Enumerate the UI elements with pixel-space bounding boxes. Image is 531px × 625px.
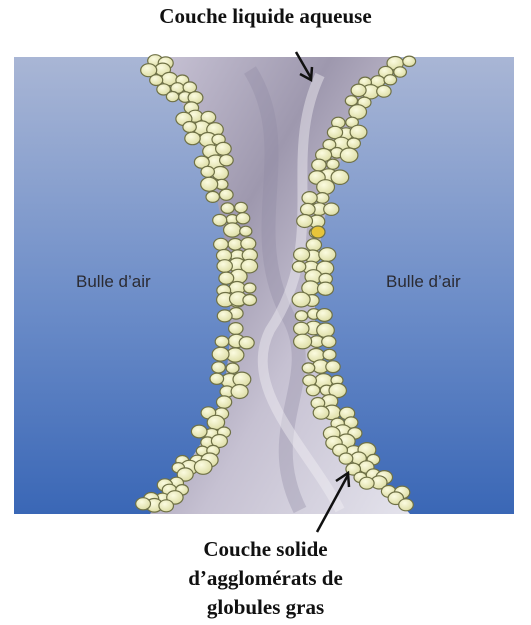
fat-globule	[228, 239, 242, 251]
fat-globule	[322, 336, 336, 348]
fat-globule	[292, 292, 310, 307]
bottom-label-line: d’agglomérats de	[0, 564, 531, 593]
fat-globule	[399, 499, 414, 511]
fat-globule	[217, 260, 232, 273]
fat-globule	[294, 248, 310, 261]
fat-globule	[317, 309, 333, 322]
fat-globule	[215, 336, 229, 347]
fat-globule	[236, 213, 250, 224]
fat-globule	[302, 363, 315, 373]
fat-globule	[294, 334, 312, 349]
fat-globule	[206, 191, 219, 202]
fat-globule	[210, 373, 224, 384]
air-bubble-label-left: Bulle d’air	[76, 272, 151, 292]
fat-globule	[301, 203, 316, 215]
bottom-label: Couche solide d’agglomérats de globules …	[0, 535, 531, 622]
fat-globule	[224, 223, 241, 237]
fat-globule	[194, 460, 212, 475]
fat-globule	[201, 166, 214, 177]
fat-globule	[217, 310, 232, 322]
fat-globule	[241, 238, 256, 250]
fat-globule	[292, 261, 305, 272]
fat-globule	[185, 132, 200, 145]
fat-globule	[294, 322, 309, 335]
fat-globule	[295, 311, 307, 321]
fat-globule	[243, 295, 257, 306]
fat-globule	[350, 125, 367, 139]
fat-globule	[214, 238, 229, 250]
air-bubble-label-right: Bulle d’air	[386, 272, 461, 292]
fat-globule	[323, 349, 336, 360]
fat-globule	[297, 215, 313, 228]
fat-globule	[306, 385, 319, 396]
fat-globule	[313, 406, 329, 419]
fat-globule	[318, 282, 334, 295]
fat-globule	[347, 138, 360, 149]
fat-globule	[394, 67, 407, 77]
fat-globule	[166, 92, 178, 102]
fat-globule	[377, 85, 391, 97]
bottom-label-line: globules gras	[0, 593, 531, 622]
fat-globule	[326, 361, 340, 373]
fat-globule	[217, 396, 232, 408]
fat-globule	[324, 203, 339, 215]
fat-globule	[216, 142, 232, 155]
fat-globule-highlight	[311, 226, 325, 238]
fat-globule	[240, 226, 252, 236]
fat-globule	[191, 425, 207, 438]
fat-globule	[317, 180, 335, 195]
fat-globule	[331, 170, 349, 184]
fat-globule	[244, 283, 256, 293]
fat-globule	[235, 202, 248, 212]
fat-globule	[183, 122, 196, 133]
fat-globule	[212, 347, 229, 361]
fat-globule	[306, 239, 321, 251]
fat-globule	[212, 362, 226, 373]
fat-globule	[231, 385, 248, 399]
fat-globule	[319, 248, 336, 262]
fat-globule	[339, 453, 353, 464]
fat-globule	[317, 323, 335, 337]
fat-globule	[220, 189, 234, 200]
fat-globule	[302, 192, 317, 205]
fat-globule	[312, 159, 326, 171]
fat-globule	[226, 363, 239, 373]
fat-globule	[201, 177, 218, 191]
fat-globule	[384, 75, 397, 85]
fat-globule	[403, 56, 416, 66]
fat-globule	[213, 214, 227, 226]
fat-globule	[136, 498, 151, 510]
fat-globule	[360, 477, 375, 489]
fat-globule	[220, 155, 234, 166]
fat-globule	[340, 148, 358, 162]
fat-globule	[239, 337, 254, 349]
fat-globule	[221, 203, 234, 214]
fat-globule	[219, 272, 234, 284]
fat-globule	[159, 500, 174, 512]
fat-globule	[327, 159, 339, 169]
bottom-label-line: Couche solide	[0, 535, 531, 564]
fat-globule	[229, 323, 243, 335]
fat-globule	[351, 84, 366, 96]
fat-globule	[345, 96, 357, 106]
